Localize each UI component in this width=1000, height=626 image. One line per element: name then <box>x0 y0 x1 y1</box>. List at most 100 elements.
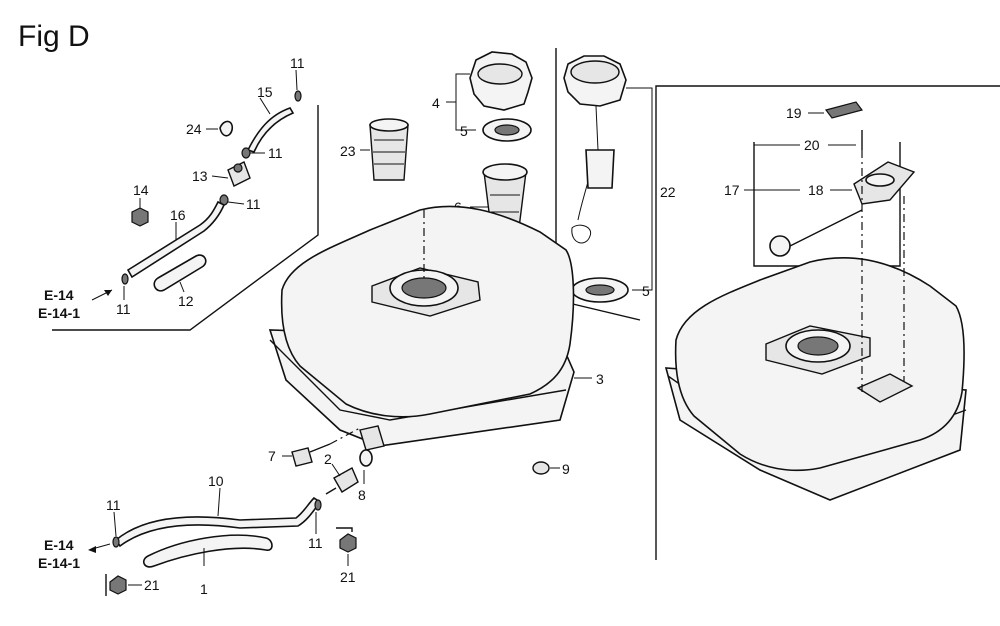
callout-17: 17 <box>724 182 740 198</box>
bolt-7-axis <box>329 427 361 445</box>
callout-5: 5 <box>460 123 468 139</box>
callout-16: 16 <box>170 207 186 223</box>
cap-kit-group: 22 5 <box>555 48 676 321</box>
leader-11c <box>227 201 245 205</box>
callout-5: 5 <box>642 283 650 299</box>
leader-12 <box>179 281 185 293</box>
callout-11: 11 <box>246 196 261 212</box>
clip-24 <box>219 120 234 137</box>
callout-24: 24 <box>186 121 202 137</box>
callout-3: 3 <box>596 371 604 387</box>
fuel-outlet <box>359 425 385 451</box>
strainer-mesh <box>373 139 405 165</box>
callout-11: 11 <box>308 535 323 551</box>
fuel-cock-2 <box>333 467 359 493</box>
leader-22 <box>626 87 653 291</box>
nut-21-right <box>339 533 357 553</box>
fuel-cock-nipple <box>325 487 337 495</box>
leader-10 <box>217 487 221 517</box>
nut-9 <box>532 461 550 475</box>
callout-8: 8 <box>358 487 366 503</box>
leader-15 <box>259 97 271 115</box>
cap-strainer-group: 4 5 6 <box>432 51 533 253</box>
reference-label: E-14 <box>44 537 74 553</box>
callout-2: 2 <box>324 451 332 467</box>
callout-21: 21 <box>144 577 160 593</box>
float-arm <box>789 209 863 247</box>
lower-fuel-line-group: 10 11 11 1 21 21 E-14 E-14-1 <box>38 473 357 597</box>
nut-21-left <box>109 575 127 595</box>
callout-7: 7 <box>268 448 276 464</box>
washer-8 <box>359 449 373 467</box>
clip-11-right <box>314 499 322 511</box>
fuel-cock-group: 2 8 <box>324 449 373 503</box>
arrowhead-lower-ref <box>88 546 96 553</box>
leader-13 <box>211 175 229 179</box>
gauge-window <box>865 173 895 187</box>
gasket-19 <box>824 101 864 119</box>
arrowhead-upper-ref <box>104 290 112 296</box>
nut-21-right-bracket <box>336 527 353 532</box>
kit-retainer <box>585 149 615 189</box>
callout-22: 22 <box>660 184 676 200</box>
callout-10: 10 <box>208 473 224 489</box>
filler-opening <box>401 277 447 299</box>
sleeve-12 <box>153 254 207 292</box>
kit-cap-top <box>570 60 620 84</box>
bolt-7-group: 7 <box>268 427 361 467</box>
variant-divider <box>655 85 1000 560</box>
callout-11: 11 <box>290 55 305 71</box>
seal-hole <box>494 124 520 136</box>
strainer-group: 23 <box>340 118 409 181</box>
figure-title: Fig D <box>18 20 90 53</box>
clip-11-left <box>112 536 120 548</box>
hose-15 <box>246 107 295 153</box>
hose-16 <box>126 200 226 279</box>
callout-4: 4 <box>432 95 440 111</box>
leader-4 <box>446 73 470 103</box>
fuel-line-group: 11 15 24 11 13 11 14 16 12 11 E-14 E-14-… <box>38 55 319 331</box>
reference-label: E-14-1 <box>38 555 80 571</box>
group-bracket <box>52 105 319 331</box>
callout-1: 1 <box>200 581 208 597</box>
callout-11: 11 <box>116 301 131 317</box>
callout-20: 20 <box>804 137 820 153</box>
leader-2 <box>331 463 341 477</box>
bolt-7-shank <box>309 443 331 453</box>
gauge-seat <box>856 373 914 403</box>
sleeve-1 <box>142 534 273 568</box>
cap-top <box>477 63 523 85</box>
float <box>769 235 791 257</box>
callout-23: 23 <box>340 143 356 159</box>
callout-12: 12 <box>178 293 194 309</box>
clip-11-top <box>294 90 302 102</box>
kit-seal-hole <box>585 284 615 296</box>
leader-11e <box>113 511 117 537</box>
callout-19: 19 <box>786 105 802 121</box>
bolt-7 <box>291 447 313 467</box>
callout-11: 11 <box>268 145 283 161</box>
fuel-tank-3: 3 <box>268 205 604 451</box>
callout-18: 18 <box>808 182 824 198</box>
callout-13: 13 <box>192 168 208 184</box>
clip-11-mid <box>241 147 251 159</box>
filter-nozzle <box>233 163 243 173</box>
leader-5 <box>455 102 476 131</box>
nut-14 <box>131 207 149 227</box>
callout-21: 21 <box>340 569 356 585</box>
clip-11-end <box>121 273 129 285</box>
callout-14: 14 <box>133 182 149 198</box>
kit-chain-ring <box>571 224 592 244</box>
callout-9: 9 <box>562 461 570 477</box>
callout-11: 11 <box>106 497 121 513</box>
gauge-tank-variant: 19 20 17 18 <box>655 85 1000 560</box>
callout-15: 15 <box>257 84 273 100</box>
reference-label: E-14 <box>44 287 74 303</box>
strainer-6-rim <box>482 163 528 181</box>
reference-label: E-14-1 <box>38 305 80 321</box>
leader-11a <box>295 69 298 91</box>
strainer-rim <box>369 118 409 132</box>
variant-filler-opening <box>797 336 839 356</box>
